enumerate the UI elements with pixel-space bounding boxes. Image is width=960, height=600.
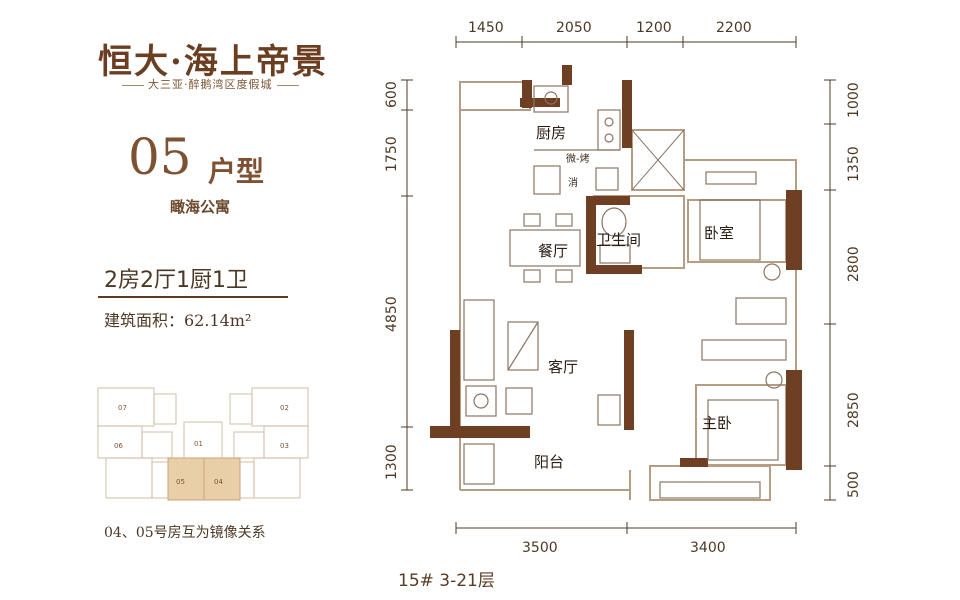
room-bedroom: 卧室 [704,224,734,242]
keyplan-label: 06 [114,442,123,450]
keyplan-label: 02 [280,404,289,412]
dim-right: 500 [846,471,862,498]
key-plan: 07 06 05 04 03 02 01 [97,387,309,501]
room-count: 2房2厅1厨1卫 [104,268,248,293]
dim-top: 1200 [636,20,672,36]
brand-slogan: 大三亚·醉鹅湾区度假城 [118,76,303,92]
dim-left: 1750 [384,136,400,172]
keyplan-label: 05 [176,478,185,486]
keyplan-label: 04 [214,478,223,486]
appliance-microwave: 微-烤 [566,152,590,165]
appliance-disinfect: 消 [568,176,578,189]
divider [98,296,288,298]
dim-right: 1000 [846,82,862,118]
dim-right: 2800 [846,246,862,282]
floor-label: 15# 3-21层 [398,571,495,591]
keyplan-label: 01 [194,440,203,448]
room-dining: 餐厅 [538,242,568,260]
keyplan-unit-04 [203,457,241,501]
unit-subtitle: 瞰海公寓 [170,198,231,216]
dim-bottom: 3400 [690,540,726,556]
dim-left: 1300 [384,444,400,480]
dim-top: 2200 [716,20,752,36]
unit-type-suffix: 户型 [208,155,265,188]
unit-number: 05 [128,128,192,186]
dim-bottom: 3500 [522,540,558,556]
dim-right: 2850 [846,392,862,428]
building-area: 建筑面积：62.14m² [104,311,252,330]
dim-left: 4850 [384,296,400,332]
dim-top: 2050 [556,20,592,36]
room-kitchen: 厨房 [536,124,566,142]
keyplan-unit-05 [167,457,205,501]
room-balcony: 阳台 [534,453,564,471]
mirror-note: 04、05号房互为镜像关系 [104,525,266,541]
room-bathroom: 卫生间 [596,231,641,249]
dim-left: 600 [384,81,400,108]
dim-top: 1450 [468,20,504,36]
room-living: 客厅 [548,358,578,376]
dim-right: 1350 [846,146,862,182]
keyplan-label: 07 [118,404,127,412]
room-master-bedroom: 主卧 [702,414,732,432]
keyplan-label: 03 [280,442,289,450]
